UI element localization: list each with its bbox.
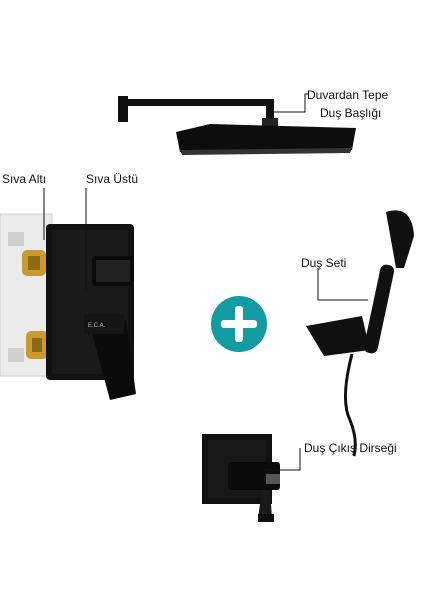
label-rain-head-line1: Duvardan Tepe [307, 88, 389, 102]
rain-shower-head [118, 96, 356, 155]
leader-lines [43, 93, 368, 471]
label-concealed: Sıva Altı [2, 172, 47, 186]
label-shower-set: Duş Seti [301, 256, 347, 270]
surface-valve [46, 224, 136, 400]
label-surface: Sıva Üstü [86, 172, 139, 186]
label-outlet-elbow: Duş Çıkış Dirseği [304, 441, 397, 455]
outlet-elbow [202, 434, 280, 522]
brand-plate: E.C.A. [88, 323, 106, 329]
label-rain-head-line2: Duş Başlığı [320, 106, 382, 120]
plus-circle-icon [211, 296, 267, 352]
concealed-box [0, 213, 53, 377]
shower-set [306, 210, 414, 457]
